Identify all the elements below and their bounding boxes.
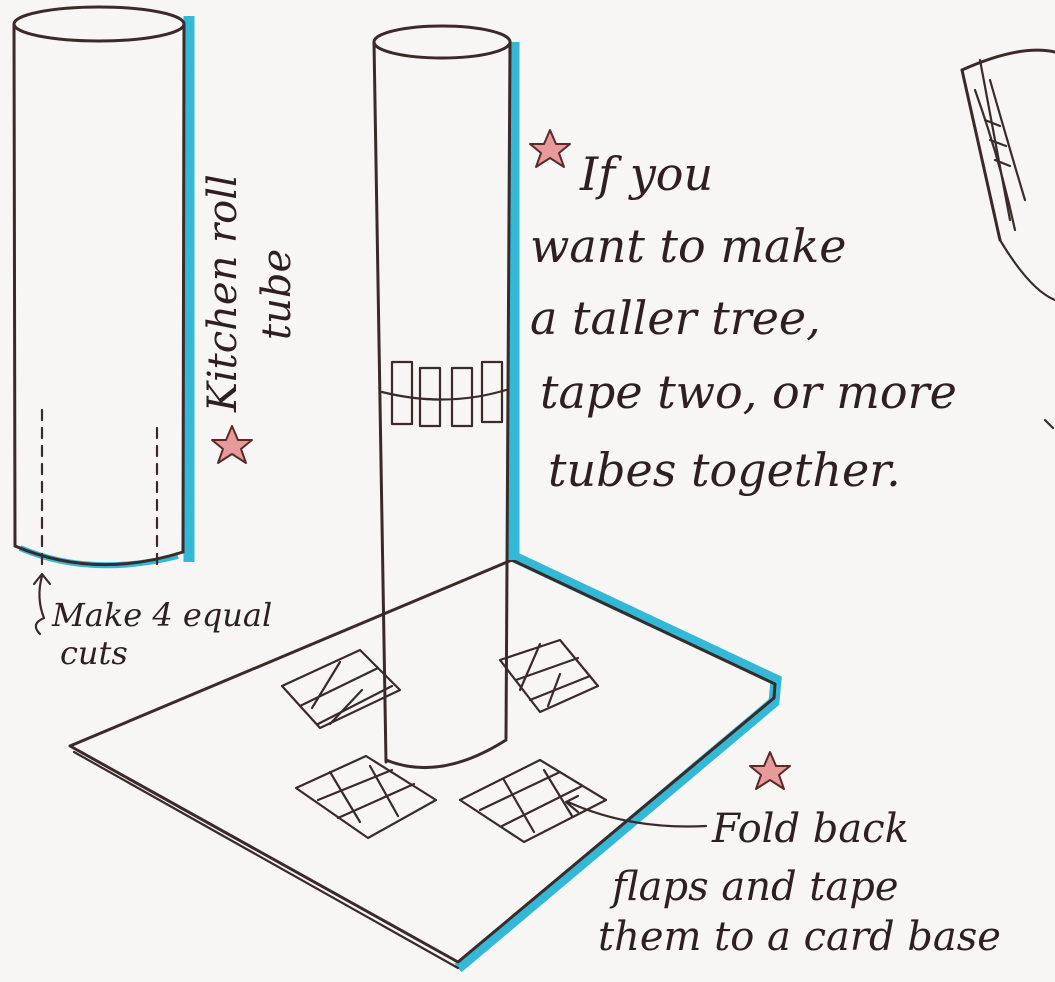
star-icon — [750, 752, 790, 789]
star-icon — [212, 426, 252, 463]
tall-tube — [374, 26, 514, 768]
cuts-arrow — [34, 574, 50, 634]
taller-tree-line1: If you — [579, 147, 713, 201]
taller-tree-line5: tubes together. — [548, 443, 901, 497]
tape-flaps — [282, 640, 606, 842]
fold-back-line2: flaps and tape — [609, 864, 899, 910]
kitchen-roll-label-line1: Kitchen roll — [200, 174, 246, 413]
taller-tree-line2: want to make — [530, 219, 846, 273]
kitchen-roll-label-line2: tube — [254, 249, 300, 340]
make-cuts-line1: Make 4 equal — [51, 596, 272, 634]
star-icon — [530, 130, 570, 167]
rolled-paper-sketch — [962, 50, 1055, 428]
fold-back-line1: Fold back — [711, 806, 909, 852]
taller-tree-line4: tape two, or more — [540, 365, 957, 419]
make-cuts-line2: cuts — [60, 634, 128, 672]
fold-back-line3: them to a card base — [598, 914, 1001, 960]
taller-tree-line3: a taller tree, — [530, 291, 821, 345]
kitchen-roll-tube — [14, 7, 189, 566]
